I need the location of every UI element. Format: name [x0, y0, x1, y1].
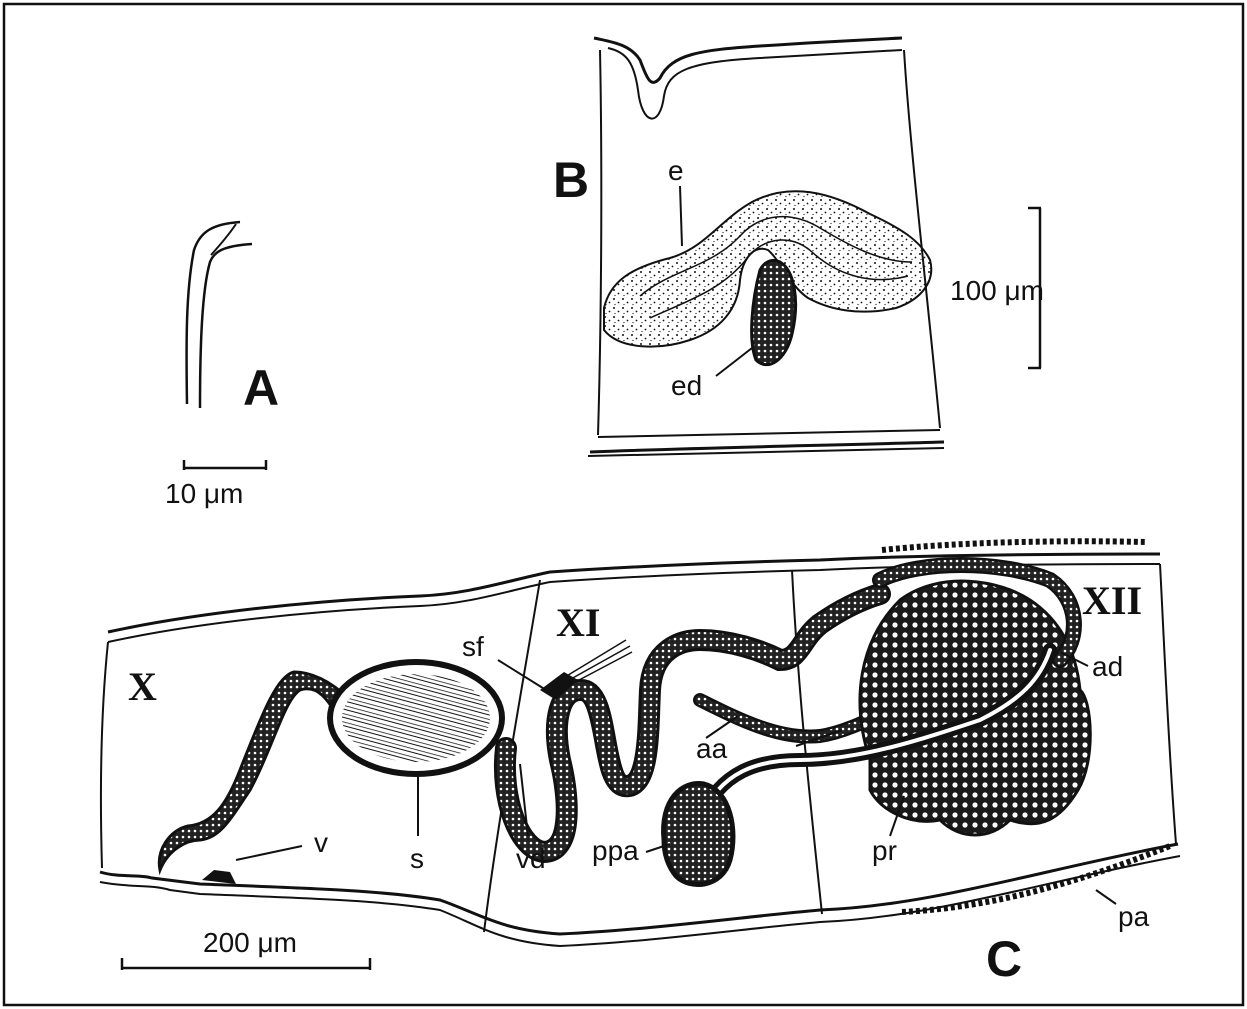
funnel-strand-2 — [562, 646, 630, 684]
label-vd: vd — [516, 843, 546, 874]
label-pr: pr — [872, 835, 897, 866]
label-pa: pa — [1118, 901, 1150, 932]
panel-b-letter: B — [553, 152, 589, 208]
sperm-mass — [342, 674, 490, 762]
label-pa-leader — [1096, 890, 1116, 904]
panel-a-scale-label: 10 μm — [165, 478, 243, 509]
label-v-leader — [236, 846, 302, 860]
prostate-gland — [860, 581, 1090, 835]
penial-atrium — [664, 783, 733, 884]
label-s: s — [410, 843, 424, 874]
label-ed: ed — [671, 370, 702, 401]
label-ed-leader — [716, 348, 752, 376]
label-ad: ad — [1092, 651, 1123, 682]
ejaculatory-duct — [752, 260, 796, 364]
panel-a-scale-bar — [184, 460, 266, 470]
label-aa: aa — [696, 733, 728, 764]
panel-c-letter: C — [986, 931, 1022, 987]
panel-c-scale-label: 200 μm — [203, 927, 297, 958]
segment-xi-label: XI — [556, 600, 600, 645]
label-v: v — [314, 827, 328, 858]
panel-c-scale-bar — [122, 958, 370, 970]
segment-xii-label: XII — [1082, 578, 1142, 623]
papillae-dorsal — [882, 541, 1146, 550]
panel-b-scale-label: 100 μm — [950, 275, 1044, 306]
label-ppa: ppa — [592, 835, 639, 866]
segment-x-label: X — [128, 664, 157, 709]
label-e: e — [668, 155, 684, 186]
male-pore — [202, 870, 236, 884]
label-sf: sf — [462, 631, 484, 662]
label-e-leader — [680, 186, 682, 246]
panel-a-letter: A — [243, 360, 279, 416]
